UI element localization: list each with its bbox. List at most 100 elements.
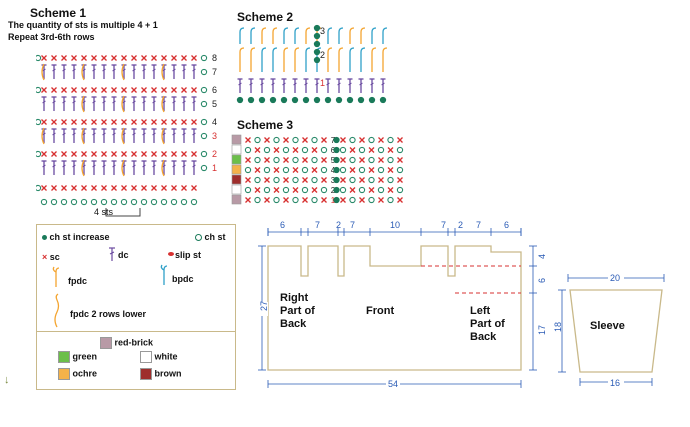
sc-stitch [171,119,177,125]
ch-st [50,198,58,206]
sc-stitch [387,167,394,173]
sc-stitch [41,185,47,191]
sc-stitch [51,55,57,61]
dc-stitch [181,64,187,79]
color-swatch [231,164,242,175]
sc-stitch [71,87,77,93]
legend-ch-st-increase: ch st increase [42,232,110,242]
sc-stitch [81,55,87,61]
dc-stitch [71,160,77,175]
sc-stitch [254,167,261,173]
ch-st [263,186,271,194]
ch-st [36,150,42,158]
ch-st [200,150,208,158]
ch-st [200,118,208,126]
sc-stitch [81,151,87,157]
dc-stitch [151,128,157,143]
ch-st-increase [269,96,277,104]
ch-st [244,146,252,154]
ch-st [320,186,328,194]
scheme2-title: Scheme 2 [237,10,294,24]
dc-stitch [325,78,331,93]
sc-stitch [91,87,97,93]
dc-stitch [61,64,67,79]
dc-stitch [358,78,364,93]
sc-stitch [71,55,77,61]
sc-stitch [141,55,147,61]
color-swatch [231,154,242,165]
sc-stitch [321,197,327,203]
sc-stitch [151,87,157,93]
ch-st-increase [313,96,321,104]
sc-stitch [161,185,167,191]
sc-stitch [302,137,308,143]
sc-stitch [121,119,127,125]
sc-stitch [321,177,327,183]
scheme2-row-number: 1 [320,78,325,88]
legend-ch-st: ch st [195,232,226,242]
sc-stitch [61,151,67,157]
post-stitch [382,47,388,72]
color-swatch [231,134,242,145]
dim-top-segment: 7 [350,220,355,230]
ch-st [292,176,299,184]
scheme3-row-number: 6 [331,146,336,155]
ch-st [100,198,108,206]
legend-color-red-brick: red-brick [100,337,153,349]
scheme3-row-number: 2 [331,186,336,195]
sc-stitch [141,119,147,125]
ch-st-increase [313,40,321,48]
dc-stitch [314,78,320,93]
fpdc-stitch [81,63,85,81]
ch-st-increase [379,96,387,104]
scheme3-row-number: 5 [331,156,336,165]
sc-stitch [245,157,251,163]
sc-stitch [181,185,187,191]
sc-stitch [359,197,365,203]
sc-stitch [254,147,261,153]
sc-stitch [181,119,187,125]
sc-stitch [349,187,356,193]
legend-dc: dc [118,250,129,260]
dc-stitch [181,128,187,143]
sc-stitch [111,87,117,93]
ch-st [396,166,404,174]
ch-st [377,146,385,154]
ch-st-increase [333,176,340,184]
fpdc-stitch [81,95,85,113]
dc-stitch [171,96,177,111]
sc-stitch [131,119,137,125]
sc-stitch [81,87,87,93]
post-stitch [382,27,388,44]
sc-stitch [61,185,67,191]
sc-stitch [292,147,299,153]
dc-stitch [51,128,57,143]
dim-bottom-width: 54 [388,379,398,389]
ch-st [339,166,347,174]
sc-stitch [359,177,365,183]
sc-stitch [51,119,57,125]
ch-st [349,176,356,184]
dc-stitch [347,78,353,93]
ch-st [282,186,290,194]
ch-st [200,132,208,140]
ch-st [170,198,178,206]
legend-fpdc-lower: fpdc 2 rows lower [70,309,147,319]
sc-stitch [397,157,403,163]
legend-box [36,224,236,390]
dim-sleeve-top: 20 [610,273,620,283]
sc-stitch [91,185,97,191]
ch-st-increase [346,96,354,104]
sc-stitch [292,167,299,173]
post-stitch [261,27,267,44]
scheme1-row-number: 4 [212,117,217,127]
sc-stitch [181,151,187,157]
sc-stitch [131,87,137,93]
fpdc-stitch [41,127,45,145]
slip-st-icon [168,252,174,256]
dc-stitch [41,96,47,111]
ch-st [160,198,168,206]
scheme2-row-number: 2 [320,50,325,60]
sc-stitch [368,147,375,153]
